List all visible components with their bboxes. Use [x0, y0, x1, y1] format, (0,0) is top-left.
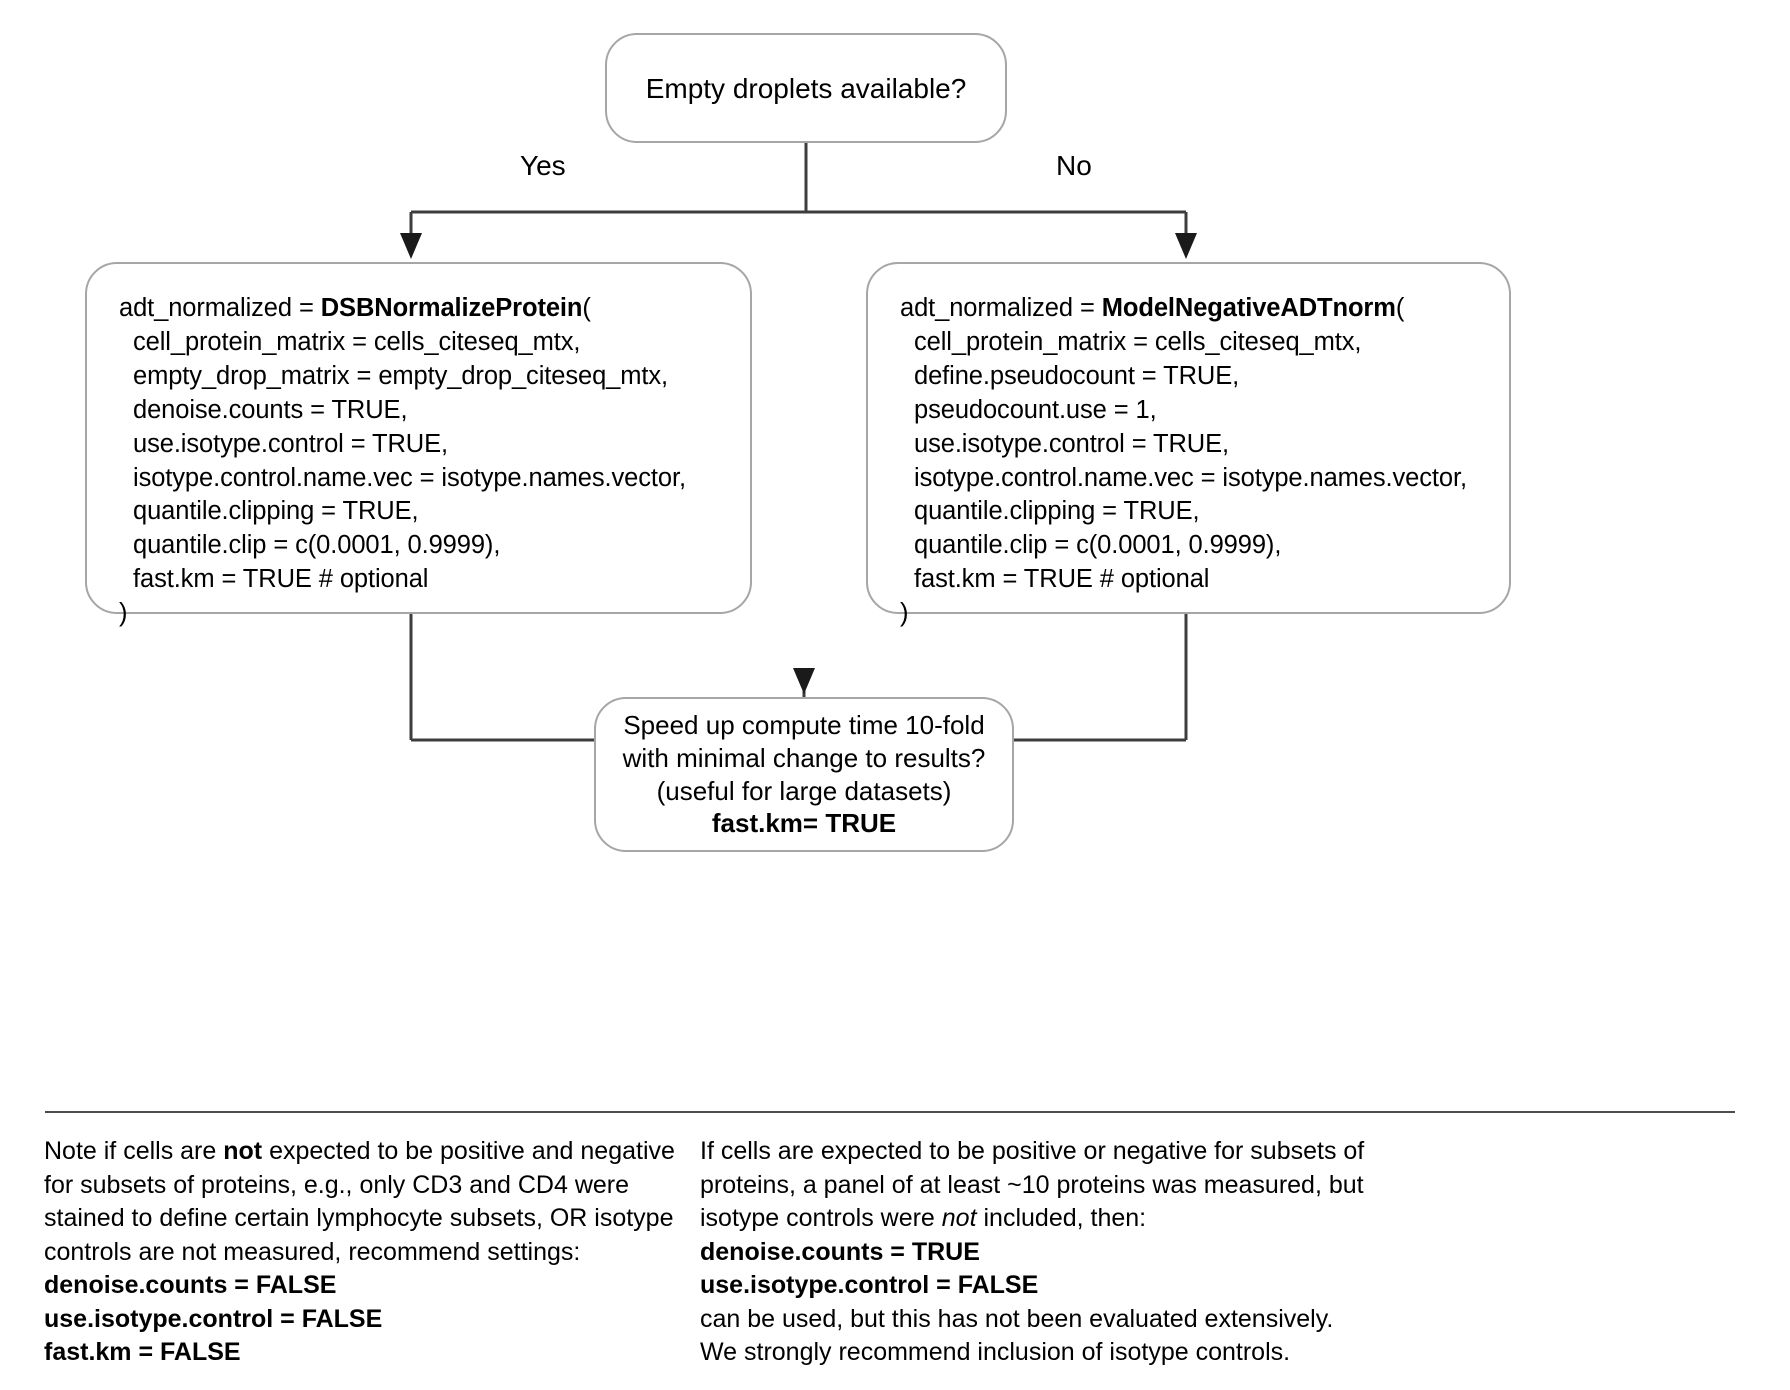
note-left-setting-3: fast.km = FALSE [44, 1338, 241, 1366]
note-right-line-3: isotype controls were not included, then… [700, 1202, 1380, 1236]
note-right-emphasis-not: not [941, 1204, 977, 1232]
note-left-emphasis-not: not [223, 1137, 263, 1165]
code-line-param: quantile.clipping = TRUE, [914, 497, 1200, 526]
note-right-line-1: If cells are expected to be positive or … [700, 1137, 1365, 1165]
final-box-setting: fast.km= TRUE [711, 808, 897, 839]
code-line-signature: adt_normalized = DSBNormalizeProtein( [119, 292, 726, 326]
open-paren: ( [1395, 294, 1405, 322]
notes-right-column: If cells are expected to be positive or … [700, 1135, 1380, 1370]
code-line-param: use.isotype.control = TRUE, [914, 429, 1230, 458]
arrowhead-right-box [1175, 233, 1197, 259]
note-left-line-1-c: expected to be positive and negative [262, 1137, 675, 1165]
code-block-left: adt_normalized = DSBNormalizeProtein(cel… [119, 292, 726, 631]
function-name: DSBNormalizeProtein [320, 294, 583, 322]
code-block-right: adt_normalized = ModelNegativeADTnorm(ce… [900, 292, 1485, 631]
code-line-signature: adt_normalized = ModelNegativeADTnorm( [900, 292, 1485, 326]
code-line-param: empty_drop_matrix = empty_drop_citeseq_m… [133, 361, 668, 390]
decision-question-text: Empty droplets available? [645, 72, 967, 104]
node-model-negative-adtnorm-code[interactable]: adt_normalized = ModelNegativeADTnorm(ce… [866, 262, 1511, 627]
code-line-param: cell_protein_matrix = cells_citeseq_mtx, [133, 327, 581, 356]
note-right-line-2: proteins, a panel of at least ~10 protei… [700, 1170, 1364, 1199]
code-line-param: denoise.counts = TRUE, [133, 395, 408, 424]
note-left-line-1-a: Note if cells are [44, 1137, 224, 1165]
code-line-param: isotype.control.name.vec = isotype.names… [914, 463, 1467, 492]
note-right-line-5: We strongly recommend inclusion of isoty… [700, 1338, 1291, 1366]
note-left-line-3: stained to define certain lymphocyte sub… [44, 1204, 674, 1232]
node-fastkm-question[interactable]: Speed up compute time 10-fold with minim… [594, 697, 1014, 852]
function-name: ModelNegativeADTnorm [1101, 294, 1396, 322]
arrowhead-final-box [793, 668, 815, 694]
note-left-line-1: Note if cells are not expected to be pos… [44, 1135, 684, 1169]
arrowhead-left-box [400, 233, 422, 259]
notes-left-column: Note if cells are not expected to be pos… [44, 1135, 684, 1370]
code-line-param: quantile.clipping = TRUE, [133, 497, 419, 526]
code-line-param: define.pseudocount = TRUE, [914, 361, 1240, 390]
note-left-line-2: for subsets of proteins, e.g., only CD3 … [44, 1170, 630, 1199]
notes-divider [45, 1111, 1735, 1113]
node-dsb-normalize-protein-code[interactable]: adt_normalized = DSBNormalizeProtein(cel… [85, 262, 752, 627]
node-empty-droplets-question[interactable]: Empty droplets available? [605, 33, 1007, 143]
code-line-close-paren: ) [900, 599, 909, 628]
assignment-text: adt_normalized = [900, 294, 1102, 322]
note-right-line-3-a: isotype controls were [700, 1204, 942, 1232]
final-box-line-3: (useful for large datasets) [656, 775, 952, 806]
code-line-param: quantile.clip = c(0.0001, 0.9999), [133, 531, 501, 560]
assignment-text: adt_normalized = [119, 294, 321, 322]
code-line-param: use.isotype.control = TRUE, [133, 429, 449, 458]
edge-label-no: No [1056, 150, 1092, 181]
code-line-param: fast.km = TRUE # optional [914, 565, 1210, 594]
note-left-line-4: controls are not measured, recommend set… [44, 1237, 581, 1266]
code-line-close-paren: ) [119, 599, 128, 628]
note-right-line-3-c: included, then: [976, 1204, 1147, 1232]
final-box-line-1: Speed up compute time 10-fold [623, 710, 985, 740]
code-line-param: cell_protein_matrix = cells_citeseq_mtx, [914, 327, 1362, 356]
code-line-param: fast.km = TRUE # optional [133, 565, 429, 594]
note-right-line-4: can be used, but this has not been evalu… [700, 1304, 1334, 1333]
final-box-line-2: with minimal change to results? [622, 742, 986, 773]
edge-label-yes: Yes [520, 150, 566, 181]
note-left-setting-1: denoise.counts = FALSE [44, 1271, 337, 1299]
note-right-setting-2: use.isotype.control = FALSE [700, 1271, 1039, 1299]
code-line-param: isotype.control.name.vec = isotype.names… [133, 463, 686, 492]
open-paren: ( [582, 294, 591, 322]
code-line-param: pseudocount.use = 1, [914, 395, 1157, 424]
code-line-param: quantile.clip = c(0.0001, 0.9999), [914, 531, 1282, 560]
note-left-setting-2: use.isotype.control = FALSE [44, 1304, 383, 1333]
note-right-setting-1: denoise.counts = TRUE [700, 1237, 980, 1266]
